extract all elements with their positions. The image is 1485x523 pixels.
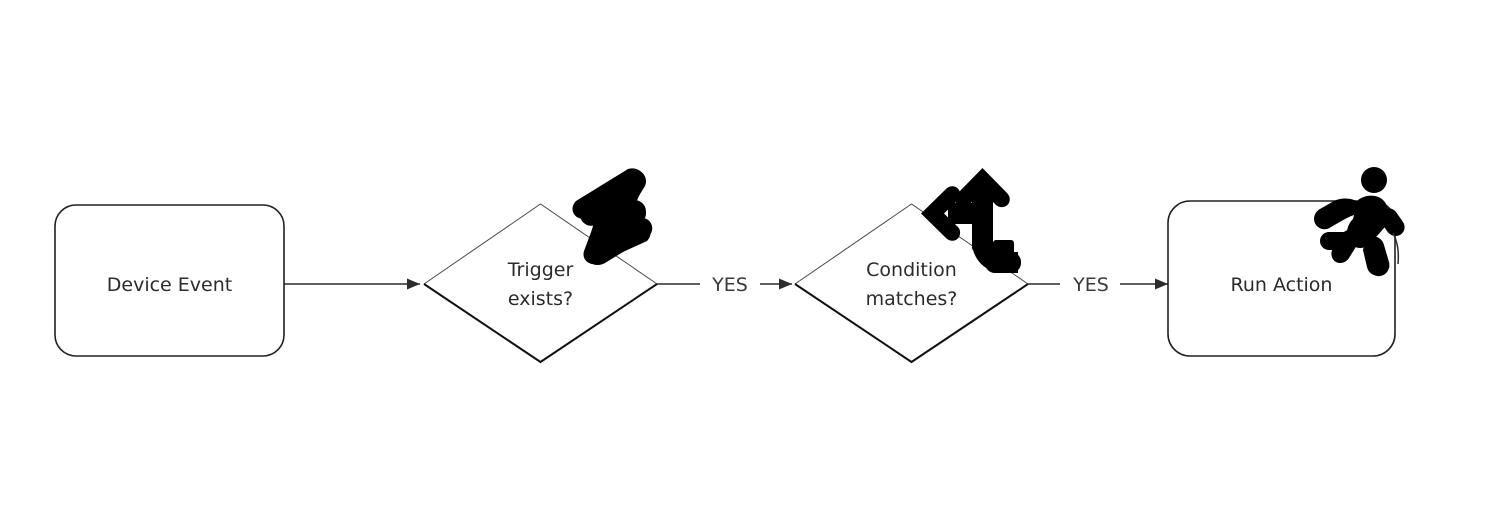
edge-trigger-to-condition-arrowhead (779, 278, 792, 290)
running-person-icon-motion-line (1392, 232, 1400, 265)
running-person-icon-front-leg (1363, 236, 1390, 277)
lightning-bolt-icon (572, 168, 653, 266)
edge-event-to-trigger (284, 278, 420, 290)
branch-arrows-icon-up-arrowhead (955, 168, 1010, 208)
edge-condition-to-action-arrowhead (1155, 278, 1168, 290)
edge-trigger-to-condition: YES (657, 274, 792, 296)
node-trigger-exists-shape-lower[interactable] (423, 283, 658, 364)
node-trigger-exists-label-line1: Trigger (507, 259, 574, 281)
node-condition-matches[interactable]: Condition matches? (794, 203, 1029, 364)
node-device-event[interactable]: Device Event (54, 204, 285, 357)
lightning-bolt-icon-crossbar (579, 200, 647, 226)
edge-label-yes-2: YES (1072, 274, 1109, 296)
node-device-event-label: Device Event (107, 274, 232, 296)
running-person-icon-motion-puff (1320, 232, 1354, 250)
running-person-icon-back-arm (1314, 198, 1363, 230)
node-trigger-exists-label-line2: exists? (508, 288, 573, 310)
edge-label-yes-1: YES (711, 274, 748, 296)
running-person-icon (1314, 167, 1405, 277)
edge-event-to-trigger-arrowhead (407, 278, 420, 290)
edge-condition-to-action: YES (1028, 274, 1168, 296)
branch-arrows-icon-left-arrowhead (921, 186, 961, 241)
node-trigger-exists[interactable]: Trigger exists? (423, 203, 658, 364)
branch-arrows-icon (921, 168, 1021, 273)
running-person-icon-head (1361, 167, 1387, 193)
node-trigger-exists-shape-upper[interactable] (423, 203, 658, 285)
lightning-bolt-icon-lower (585, 217, 653, 266)
node-condition-matches-label-line2: matches? (866, 288, 958, 310)
node-condition-matches-label-line1: Condition (866, 259, 957, 281)
running-person-icon-front-arm (1380, 208, 1405, 236)
node-run-action-label: Run Action (1231, 274, 1333, 296)
node-condition-matches-shape-lower[interactable] (794, 283, 1029, 364)
node-device-event-shape[interactable] (54, 204, 285, 357)
branch-arrows-icon-elbow-foot (985, 252, 1021, 273)
